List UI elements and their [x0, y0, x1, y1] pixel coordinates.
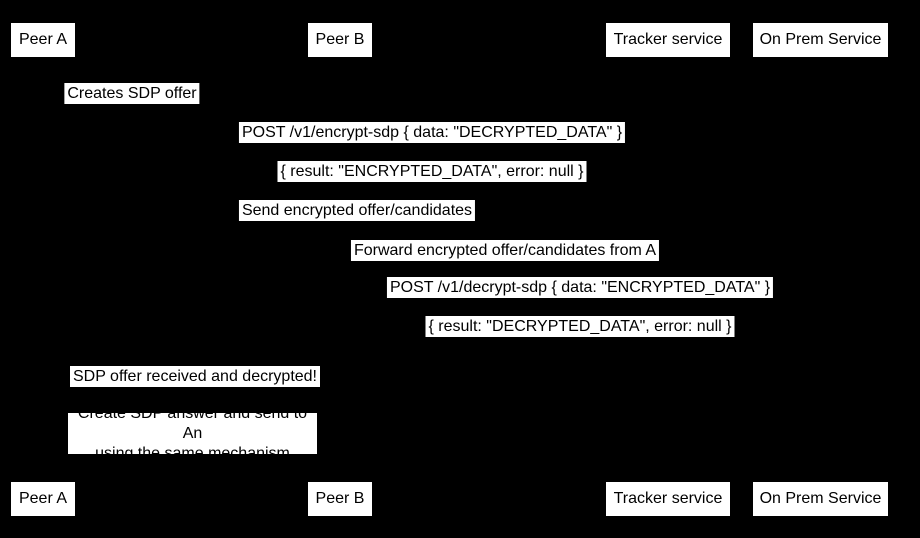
message-send-encrypted-offer: Send encrypted offer/candidates	[238, 200, 476, 221]
actor-peer-a-bottom: Peer A	[10, 481, 76, 517]
message-encrypt-result: { result: "ENCRYPTED_DATA", error: null …	[277, 161, 587, 182]
message-sdp-offer-received: SDP offer received and decrypted!	[70, 366, 320, 387]
lifeline-peer-b	[340, 58, 341, 481]
message-creates-sdp-offer: Creates SDP offer	[64, 83, 200, 104]
note-create-sdp-answer: Create SDP answer and send to An using t…	[68, 405, 317, 462]
message-post-encrypt-sdp: POST /v1/encrypt-sdp { data: "DECRYPTED_…	[238, 122, 626, 143]
actor-tracker-service-top: Tracker service	[605, 22, 731, 58]
message-decrypt-result: { result: "DECRYPTED_DATA", error: null …	[425, 316, 735, 337]
lifeline-on-prem-service	[820, 58, 821, 481]
message-post-decrypt-sdp: POST /v1/decrypt-sdp { data: "ENCRYPTED_…	[386, 277, 774, 298]
actor-peer-b-top: Peer B	[307, 22, 373, 58]
actor-peer-a-top: Peer A	[10, 22, 76, 58]
note-line-2: using the same mechanism	[95, 444, 290, 462]
lifeline-tracker-service	[668, 58, 669, 481]
actor-on-prem-service-top: On Prem Service	[752, 22, 889, 58]
actor-on-prem-service-bottom: On Prem Service	[752, 481, 889, 517]
actor-peer-b-bottom: Peer B	[307, 481, 373, 517]
lifeline-peer-a	[43, 58, 44, 481]
actor-tracker-service-bottom: Tracker service	[605, 481, 731, 517]
note-line-1: Create SDP answer and send to An	[77, 404, 308, 442]
message-forward-encrypted-offer: Forward encrypted offer/candidates from …	[350, 240, 660, 261]
